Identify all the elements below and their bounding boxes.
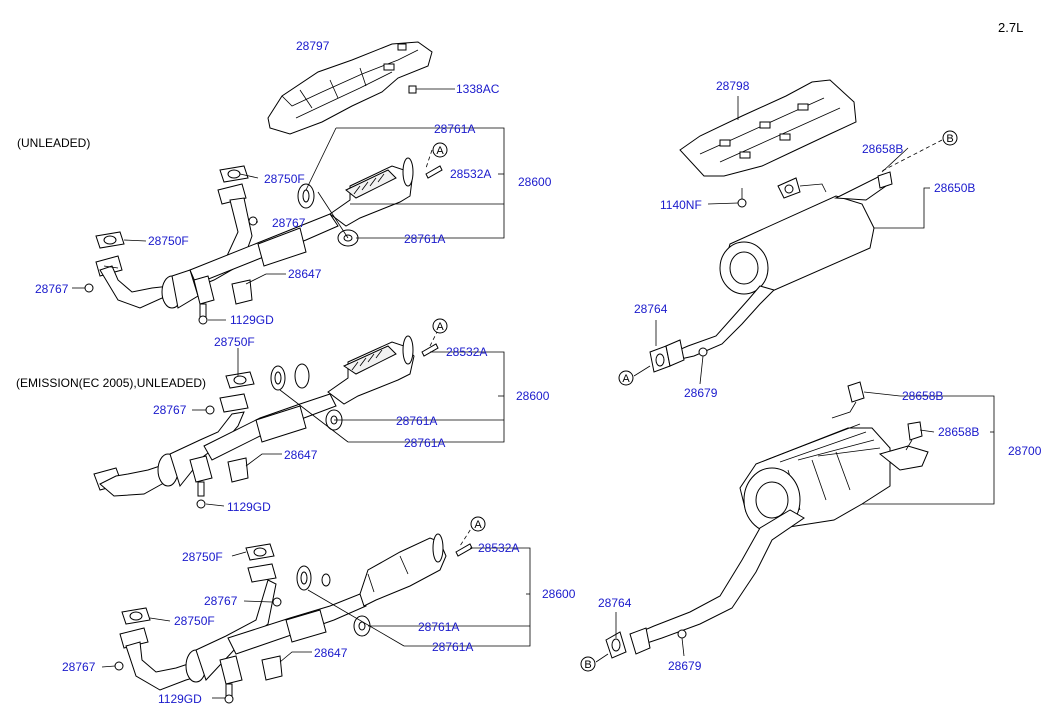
front-pipe-unleaded [84,165,339,325]
part-label-1140NF[interactable]: 1140NF [660,198,702,212]
part-label-28761A-b1[interactable]: 28761A [418,620,459,634]
part-label-28679-t[interactable]: 28679 [684,386,718,400]
engine-label: 2.7L [998,20,1023,35]
leader-lines [72,96,995,699]
part-label-28761A-b2[interactable]: 28761A [432,640,473,654]
part-label-28750F-u1[interactable]: 28750F [264,172,305,186]
part-label-1129GD-e[interactable]: 1129GD [227,500,271,514]
svg-text:B: B [946,133,953,145]
part-label-28600-e[interactable]: 28600 [516,389,550,403]
part-label-28658B-b1[interactable]: 28658B [902,389,943,403]
part-label-28797[interactable]: 28797 [296,39,330,53]
part-label-28532A-e[interactable]: 28532A [446,345,487,359]
part-label-28761A-u2[interactable]: 28761A [404,232,445,246]
callout-a-4: A [618,370,634,386]
svg-text:A: A [436,321,444,333]
part-label-28750F-e[interactable]: 28750F [214,335,255,349]
part-label-28647-u[interactable]: 28647 [288,267,322,281]
svg-text:A: A [622,373,630,385]
part-label-28767-b2[interactable]: 28767 [62,660,96,674]
part-label-28764-t[interactable]: 28764 [634,302,668,316]
part-label-28761A-u1[interactable]: 28761A [434,122,475,136]
front-pipe-emission [93,371,337,509]
part-label-28532A-b[interactable]: 28532A [478,541,519,555]
part-label-28658B-b2[interactable]: 28658B [938,425,979,439]
heat-shield-28797 [267,41,433,135]
part-label-28647-e[interactable]: 28647 [284,448,318,462]
part-label-28750F-b2[interactable]: 28750F [174,614,215,628]
svg-text:A: A [474,519,482,531]
part-label-28761A-e1[interactable]: 28761A [396,414,437,428]
part-label-1129GD-b[interactable]: 1129GD [158,692,202,706]
part-label-28750F-b1[interactable]: 28750F [182,550,223,564]
callout-a-3: A [470,516,486,532]
part-label-28767-u1[interactable]: 28767 [272,216,306,230]
part-label-28679-b[interactable]: 28679 [668,659,702,673]
part-label-28647-b[interactable]: 28647 [314,646,348,660]
bolt-1338AC [408,85,455,94]
cat-converter-bottom [296,533,473,637]
svg-text:B: B [584,659,591,671]
muffler-28650B [649,171,893,373]
cat-converter-emission [270,335,439,431]
part-label-28750F-u2[interactable]: 28750F [148,234,189,248]
part-label-28761A-e2[interactable]: 28761A [404,436,445,450]
part-label-1129GD-u[interactable]: 1129GD [230,313,274,327]
part-label-28600-u[interactable]: 28600 [518,175,552,189]
caption-emission: (EMISSION(EC 2005),UNLEADED) [16,376,206,390]
part-label-1338AC[interactable]: 1338AC [456,82,500,96]
part-label-28532A-u[interactable]: 28532A [450,167,491,181]
part-label-28798[interactable]: 28798 [716,79,750,93]
part-label-28658B-t[interactable]: 28658B [862,142,903,156]
caption-unleaded: (UNLEADED) [17,136,90,150]
svg-text:A: A [436,145,444,157]
callout-b-2: B [580,656,596,672]
part-label-28767-e[interactable]: 28767 [153,403,187,417]
muffler-28700 [605,381,929,659]
part-label-28700[interactable]: 28700 [1008,444,1042,458]
part-label-28600-b[interactable]: 28600 [542,587,576,601]
part-label-28767-b1[interactable]: 28767 [204,594,238,608]
heat-shield-28798 [679,79,857,208]
front-pipe-bottom [114,543,367,704]
callout-b-1: B [942,130,958,146]
callout-a-1: A [432,142,448,158]
part-label-28764-b[interactable]: 28764 [598,596,632,610]
part-label-28650B[interactable]: 28650B [934,181,975,195]
part-label-28767-u2[interactable]: 28767 [35,282,69,296]
callout-a-2: A [432,318,448,334]
